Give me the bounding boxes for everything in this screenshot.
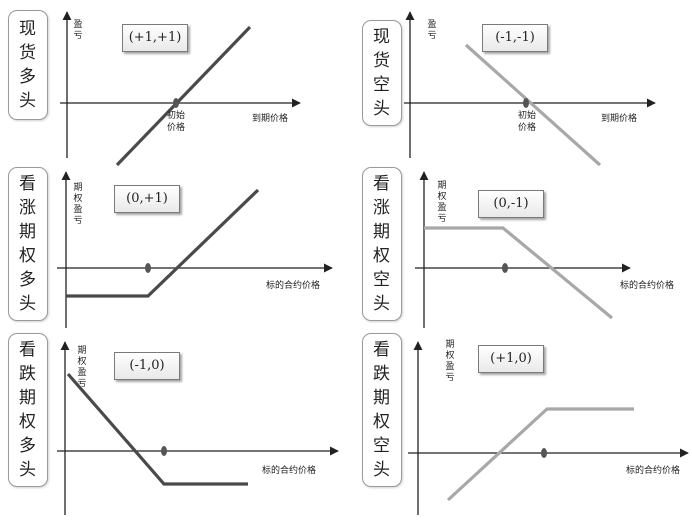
payoff-line-call-long <box>66 188 260 298</box>
panel-label-put-short: 看 跌 期 权 空 头 <box>362 333 402 487</box>
strike-marker <box>502 263 508 273</box>
strike-marker <box>161 446 167 456</box>
strike-marker <box>541 448 547 458</box>
panel-label-spot-short: 现 货 空 头 <box>362 20 402 126</box>
panel-label-spot-long: 现 货 多 头 <box>8 10 48 120</box>
strike-marker <box>145 263 151 273</box>
code-box-call-short: (0,-1) <box>478 190 544 218</box>
initial-price-label-spot-short: 初始 价格 <box>517 111 536 133</box>
code-box-put-short: (+1,0) <box>478 345 544 373</box>
x-axis-label-put-short: 标的合约价格 <box>626 466 681 476</box>
y-axis-label-put-short: 期 权 盈 亏 <box>445 340 455 383</box>
y-axis-label-call-short: 期 权 盈 亏 <box>437 181 447 224</box>
payoff-line-call-short <box>424 226 614 320</box>
y-axis-label-put-long: 期 权 盈 亏 <box>77 346 87 389</box>
panel-put-short-axes <box>408 341 689 515</box>
code-box-call-long: (0,+1) <box>114 185 180 213</box>
panel-label-call-long: 看 涨 期 权 多 头 <box>8 167 48 321</box>
payoff-line-spot-long <box>115 25 252 167</box>
payoff-line-put-short <box>446 407 634 502</box>
x-axis-label-call-long: 标的合约价格 <box>266 281 321 291</box>
code-box-spot-short: (-1,-1) <box>482 24 548 52</box>
panel-call-short-axes <box>415 171 631 328</box>
panel-label-call-short: 看 涨 期 权 空 头 <box>362 167 402 321</box>
initial-price-marker <box>173 98 179 108</box>
x-axis-label-call-short: 标的合约价格 <box>620 281 675 291</box>
code-box-put-long: (-1,0) <box>114 352 180 380</box>
panel-spot-long-axes <box>60 11 301 158</box>
y-axis-label-spot-short: 盈 亏 <box>427 20 437 41</box>
panel-put-long-axes <box>57 341 339 515</box>
payoff-line-put-long <box>66 372 248 486</box>
code-box-spot-long: (+1,+1) <box>122 24 188 52</box>
x-axis-label-spot-long: 到期价格 <box>252 114 289 124</box>
y-axis-label-spot-long: 盈 亏 <box>73 20 83 41</box>
panel-label-put-long: 看 跌 期 权 多 头 <box>8 333 48 487</box>
panel-call-long-axes <box>57 171 333 328</box>
initial-price-label-spot-long: 初始 价格 <box>166 111 185 133</box>
initial-price-marker <box>523 98 529 108</box>
x-axis-label-spot-short: 到期价格 <box>601 114 638 124</box>
payoff-line-spot-short <box>464 43 602 167</box>
y-axis-label-call-long: 期 权 盈 亏 <box>73 183 83 226</box>
x-axis-label-put-long: 标的合约价格 <box>262 466 317 476</box>
